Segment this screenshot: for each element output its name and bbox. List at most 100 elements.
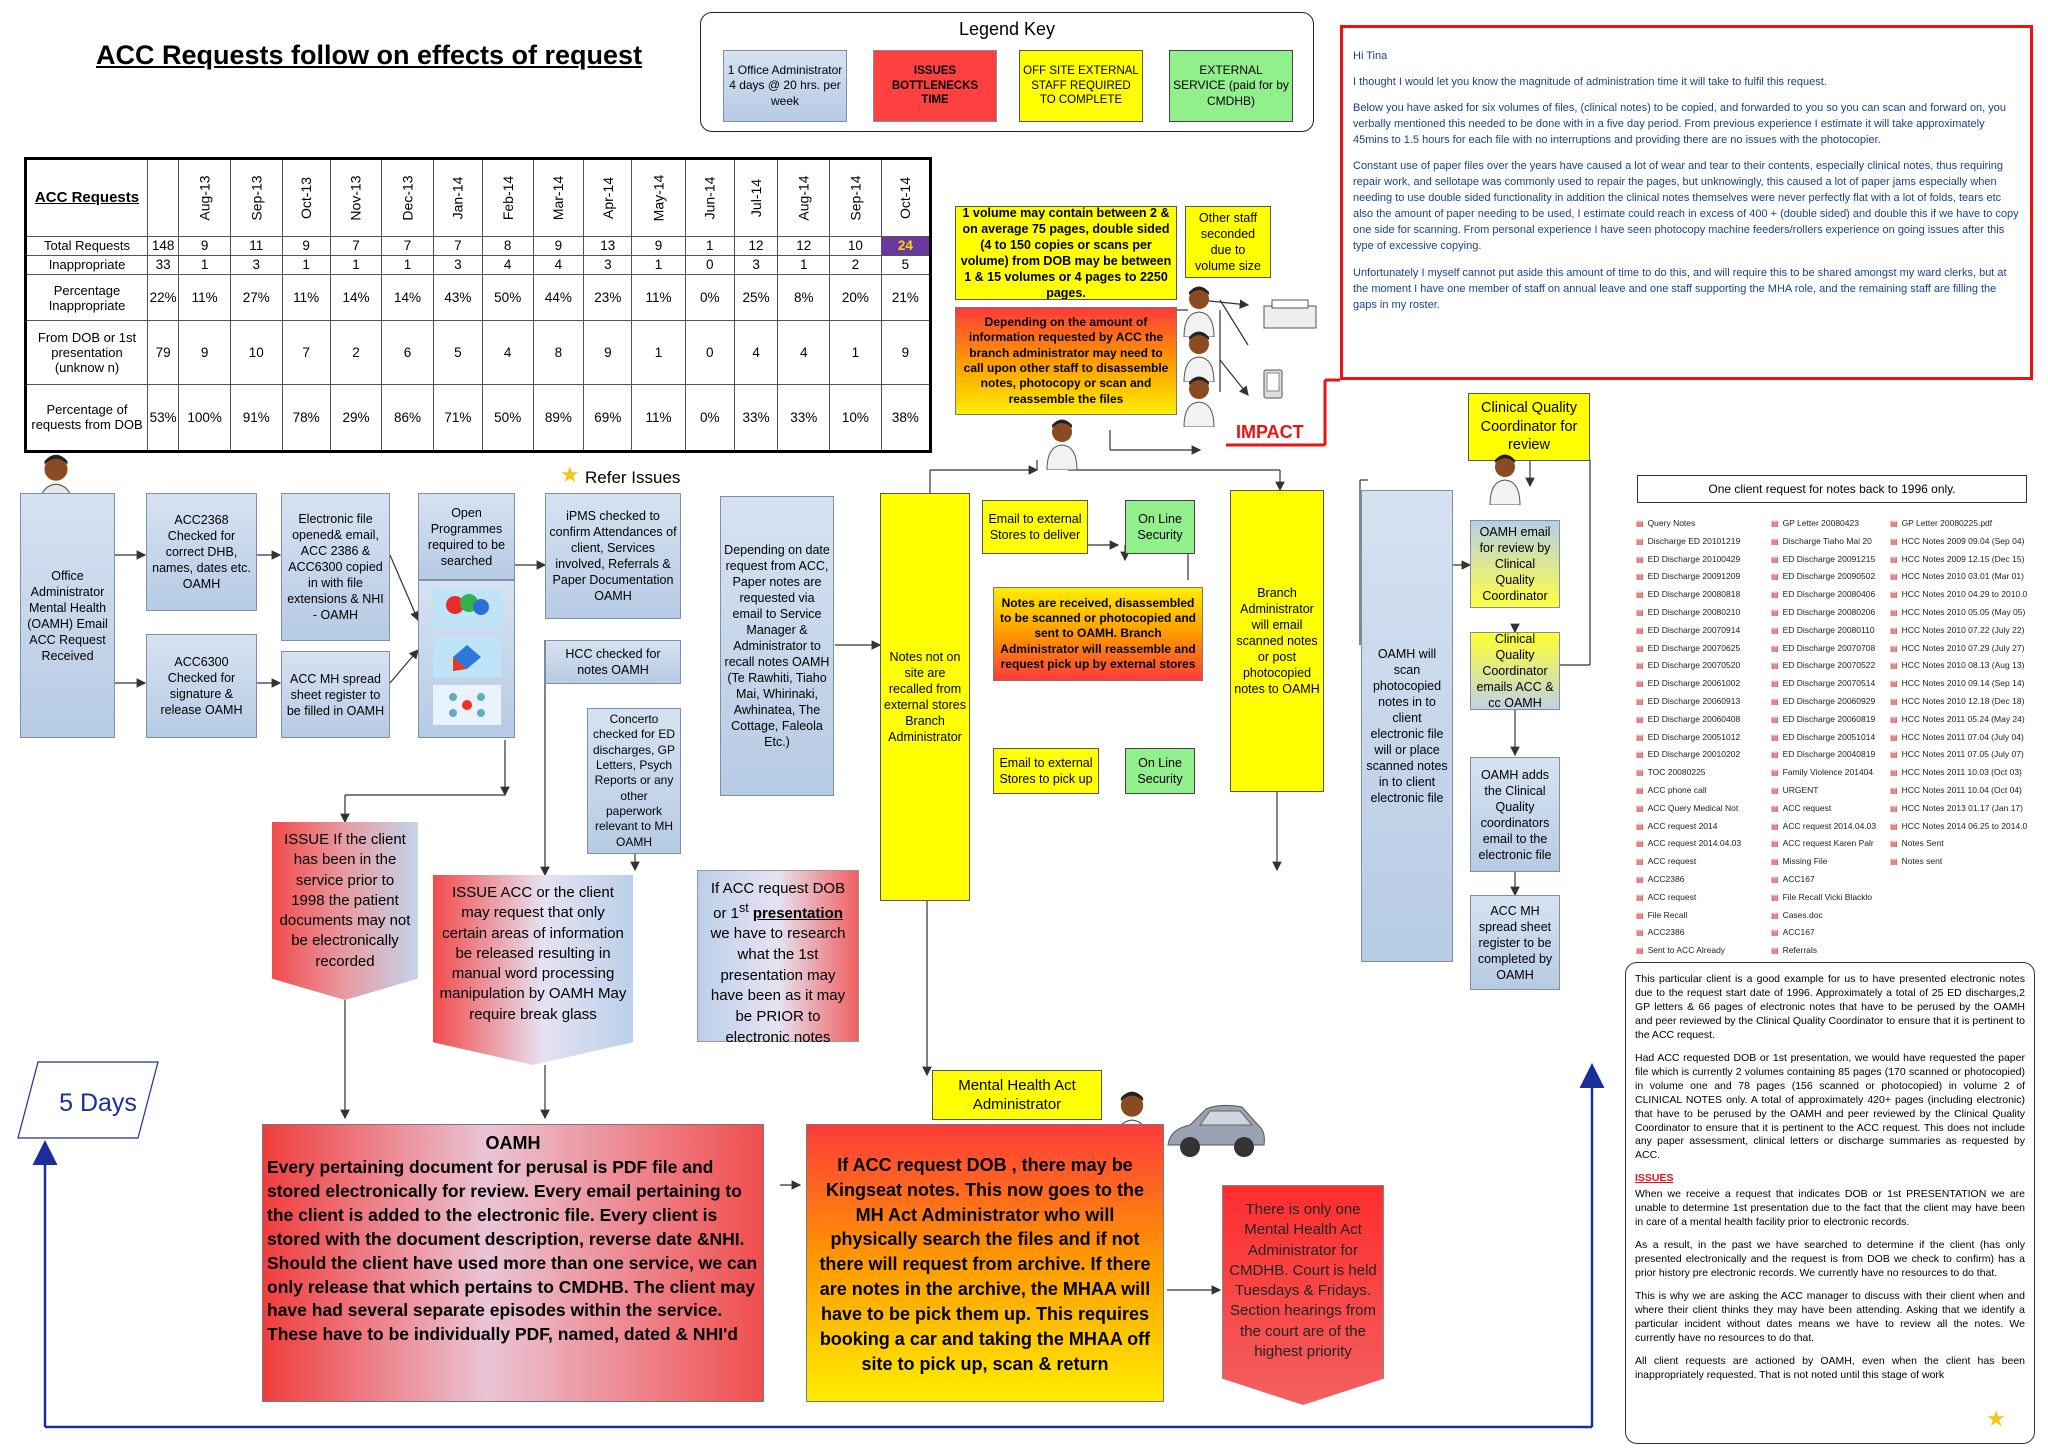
security-box-1: On Line Security — [1125, 500, 1195, 554]
issues-para: When we receive a request that indicates… — [1635, 1188, 2025, 1229]
list-item: ACC phone call — [1636, 782, 1741, 800]
file-list-col2: GP Letter 20080423Discharge Tiaho Mai 20… — [1771, 515, 1877, 960]
notes-not-onsite-box: Notes not on site are recalled from exte… — [880, 493, 970, 901]
list-item: GP Letter 20080225.pdf — [1890, 515, 2027, 533]
puzzle-icon — [433, 637, 501, 677]
impact-label: IMPACT — [1236, 422, 1304, 442]
car-icon — [1167, 1104, 1265, 1157]
list-item: ED Discharge 20060819 — [1771, 711, 1876, 729]
month-header: Oct-14 — [880, 158, 932, 237]
list-item: Missing File — [1771, 853, 1876, 871]
list-item: ED Discharge 20040819 — [1771, 746, 1876, 764]
client-para: This particular client is a good example… — [1635, 973, 2025, 1041]
acc2368-box: ACC2368 Checked for correct DHB, names, … — [146, 493, 257, 611]
legend-key: Legend Key 1 Office Administrator 4 days… — [700, 12, 1314, 132]
file-list-col1: Query NotesDischarge ED 20101219ED Disch… — [1636, 515, 1742, 960]
list-item: HCC Notes 2009 12.15 (Dec 15) — [1890, 551, 2027, 569]
list-item: ED Discharge 20060408 — [1636, 711, 1741, 729]
month-header: Oct-13 — [281, 158, 331, 237]
list-item: HCC Notes 2011 05.24 (May 24) — [1890, 711, 2027, 729]
list-item: ACC request — [1771, 800, 1876, 818]
notes-received-box: Notes are received, disassembled to be s… — [993, 587, 1203, 681]
list-item: HCC Notes 2010 12.18 (Dec 18) — [1890, 693, 2027, 711]
balloons-icon — [433, 589, 501, 629]
list-item: ED Discharge 20051012 — [1636, 729, 1741, 747]
list-item: ED Discharge 20070914 — [1636, 622, 1741, 640]
month-header: Jan-14 — [432, 158, 483, 237]
list-item: HCC Notes 2011 10.03 (Oct 03) — [1890, 764, 2027, 782]
list-item: ED Discharge 20080406 — [1771, 586, 1876, 604]
list-item: ACC request 2014 — [1636, 818, 1741, 836]
list-item: File Recall — [1636, 907, 1741, 925]
month-header: Dec-13 — [381, 158, 434, 237]
list-item: ACC2386 — [1636, 871, 1741, 889]
page-title: ACC Requests follow on effects of reques… — [96, 40, 643, 70]
network-icon — [433, 685, 501, 725]
list-item: HCC Notes 2014 06.25 to 2014.0 — [1890, 818, 2028, 836]
list-item: Cases.doc — [1771, 907, 1876, 925]
cqc-box: Clinical Quality Coordinator for review — [1468, 393, 1590, 461]
list-item: HCC Notes 2013 01.17 (Jan 17) — [1890, 800, 2027, 818]
table-header: ACC Requests — [25, 158, 148, 237]
list-item: ED Discharge 20051014 — [1771, 729, 1876, 747]
client-example-note: This particular client is a good example… — [1625, 962, 2035, 1444]
list-item: HCC Notes 2010 08.13 (Aug 13) — [1890, 657, 2027, 675]
file-list-col3: GP Letter 20080225.pdfHCC Notes 2009 09.… — [1890, 515, 2028, 871]
list-item: HCC Notes 2010 07.29 (July 27) — [1890, 640, 2027, 658]
list-item: ACC167 — [1771, 871, 1876, 889]
depending-note: Depending on the amount of information r… — [955, 307, 1177, 415]
list-item: Notes sent — [1890, 853, 2027, 871]
dob-note-box: If ACC request DOB or 1st presentation w… — [697, 870, 859, 1046]
list-item: ACC Query Medical Not — [1636, 800, 1741, 818]
client-para: Had ACC requested DOB or 1st presentatio… — [1635, 1051, 2025, 1162]
list-item: ACC167 — [1771, 924, 1876, 942]
scanner-icon — [1263, 299, 1317, 329]
list-item: ED Discharge 20070522 — [1771, 657, 1876, 675]
list-item: ED Discharge 20060913 — [1636, 693, 1741, 711]
issues-title: ISSUES — [1635, 1172, 1674, 1185]
list-item: HCC Notes 2010 03.01 (Mar 01) — [1890, 568, 2027, 586]
legend-admin: 1 Office Administrator 4 days @ 20 hrs. … — [723, 50, 847, 122]
hcc-box: HCC checked for notes OAMH — [545, 640, 681, 684]
issues-para: This is why we are asking the ACC manage… — [1635, 1290, 2025, 1344]
month-header: Feb-14 — [481, 158, 534, 237]
oamh-summary-title: OAMH — [485, 1133, 541, 1153]
list-item: ED Discharge 20080110 — [1771, 622, 1876, 640]
email-para: Unfortunately I myself cannot put aside … — [1353, 266, 2007, 311]
month-header: Mar-14 — [532, 158, 585, 237]
list-item: ED Discharge 20070625 — [1636, 640, 1741, 658]
refer-issues-label: Refer Issues — [585, 468, 681, 487]
spreadsheet-box: ACC MH spread sheet register to be fille… — [281, 651, 390, 738]
issue-banner-1: ISSUE If the client has been in the serv… — [272, 822, 418, 1000]
list-item: URGENT — [1771, 782, 1876, 800]
month-header: Jul-14 — [733, 158, 779, 237]
list-item: Sent to ACC Already — [1636, 942, 1741, 960]
programmes-icons — [418, 580, 515, 738]
depending-date-box: Depending on date request from ACC, Pape… — [720, 496, 834, 796]
email-note: Hi Tina I thought I would let you know t… — [1340, 25, 2033, 380]
email-para: Constant use of paper files over the yea… — [1353, 160, 2019, 253]
list-item: GP Letter 20080423 — [1771, 515, 1876, 533]
list-item: ACC request — [1636, 889, 1741, 907]
list-item: ED Discharge 20091209 — [1636, 568, 1741, 586]
branch-admin-box: Branch Administrator will email scanned … — [1230, 490, 1324, 792]
oamh-summary-text: Every pertaining document for perusal is… — [267, 1156, 758, 1345]
list-item: ED Discharge 20080206 — [1771, 604, 1876, 622]
email-pickup-box: Email to external Stores to pick up — [993, 748, 1099, 794]
list-item: ED Discharge 20080818 — [1636, 586, 1741, 604]
list-item: Discharge Tiaho Mai 20 — [1771, 533, 1876, 551]
mha-admin-box: Mental Health Act Administrator — [932, 1070, 1102, 1120]
list-item: HCC Notes 2009 09.04 (Sep 04) — [1890, 533, 2027, 551]
list-item: HCC Notes 2010 09.14 (Sep 14) — [1890, 675, 2027, 693]
month-header: Nov-13 — [329, 158, 383, 237]
list-item: ED Discharge 20061002 — [1636, 675, 1741, 693]
month-header: Apr-14 — [583, 158, 633, 237]
month-header: Jun-14 — [684, 158, 735, 237]
concerto-box: Concerto checked for ED discharges, GP L… — [587, 708, 681, 854]
issues-para: As a result, in the past we have searche… — [1635, 1239, 2025, 1280]
volume-note: 1 volume may contain between 2 & on aver… — [955, 206, 1177, 300]
list-item: HCC Notes 2010 04.29 to 2010.0 — [1890, 586, 2028, 604]
legend-title: Legend Key — [958, 19, 1056, 39]
